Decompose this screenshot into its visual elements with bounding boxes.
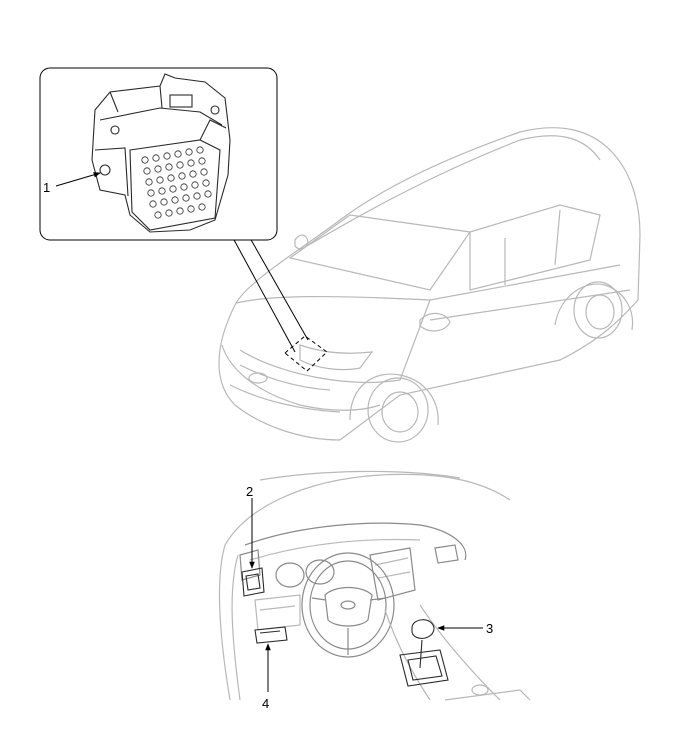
shift-lever-drawing <box>399 619 449 687</box>
callout-2-label: 2 <box>246 484 253 499</box>
transaxle-detail-callout: 1 <box>39 67 278 241</box>
steering-wheel <box>301 552 395 658</box>
transaxle-drawing <box>91 73 231 233</box>
interior-illustration <box>218 470 531 701</box>
vehicle-illustration <box>218 127 641 443</box>
callout-1-label: 1 <box>43 180 50 195</box>
connector-drawing <box>254 626 288 644</box>
callout-1-leader <box>55 172 101 187</box>
callout-4-label: 4 <box>262 696 269 711</box>
engine-location-box <box>284 335 328 372</box>
detail-leader-line <box>249 237 309 341</box>
control-module-drawing <box>241 567 265 597</box>
detail-leader-line <box>232 237 296 353</box>
callout-3-label: 3 <box>486 621 493 636</box>
